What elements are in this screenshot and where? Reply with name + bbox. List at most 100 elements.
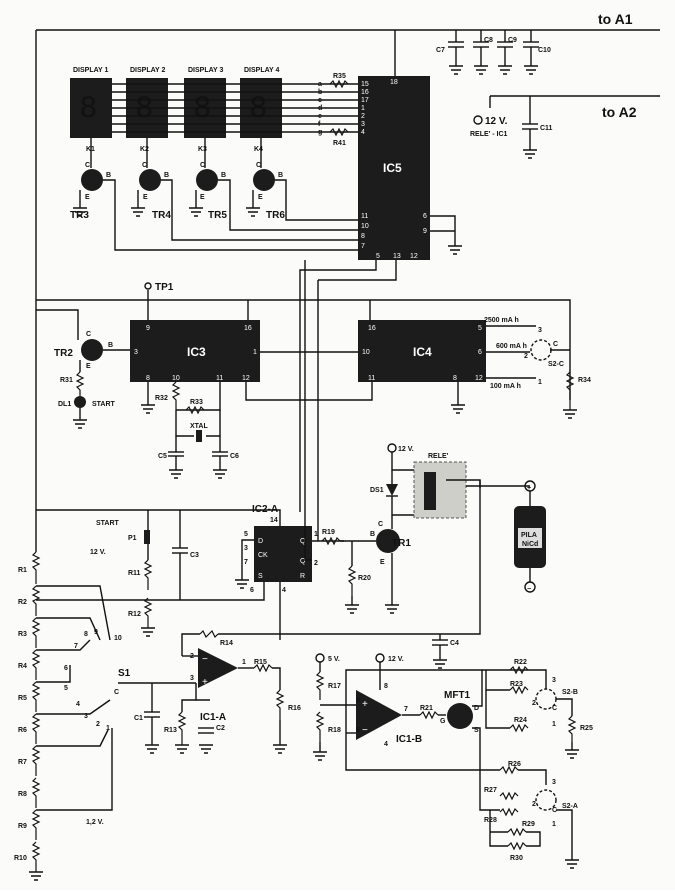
opamp-ic1a: − + IC1-A 2 3 1 [182,648,254,723]
ic3: IC3 9 16 3 1 8 10 11 12 [130,320,260,382]
ic1b-pin: 6 [356,727,360,734]
tr4-e: E [143,194,148,201]
s2c-label: S2-C [548,361,564,368]
ic1b-pin: 8 [384,683,388,690]
opamp-ic1b: + − IC1-B 5 6 7 8 4 [356,683,422,748]
seg-b-label: b [318,89,322,96]
ic2a-pin: 2 [314,560,318,567]
seg-c-label: c [318,97,322,104]
seg-d-label: d [318,105,322,112]
ic4-pin: 11 [368,375,375,382]
seg-f-label: f [318,121,321,128]
cap-c5-label: C5 [158,453,167,460]
s2b-pin: 3 [552,677,556,684]
tr2-c: C [86,331,91,338]
resistor-r5-label: R5 [18,695,27,702]
tr6-label: TR6 [266,210,285,221]
resistor-r10-label: R10 [14,855,27,862]
svg-text:−: − [202,654,208,665]
cap-c10-label: C10 [538,47,551,54]
ic1a-label: IC1-A [200,712,226,723]
resistor-r16-label: R16 [288,705,301,712]
tr3-e: E [85,194,90,201]
resistor-r19 [321,536,341,546]
resistor-r26-label: R26 [508,761,521,768]
display-3-common: K3 [198,146,207,153]
s2a-pin: 3 [552,779,556,786]
resistor-r20-label: R20 [358,575,371,582]
s2c-opt1: 2500 mA h [484,317,519,324]
s2c-pin: 3 [538,327,542,334]
ic3-pin: 9 [146,325,150,332]
transistor-tr4: TR4 C B E [137,138,358,241]
ic5-pin: 2 [361,113,365,120]
led-start-label: START [92,401,116,408]
xtal-label: XTAL [190,423,208,430]
ic2a-pin: 3 [244,545,248,552]
display-4-common: K4 [254,146,263,153]
ic4-label: IC4 [413,345,432,359]
relay-coil-icon [424,472,436,510]
tr4-label: TR4 [152,210,171,221]
s2b-label: S2-B [562,689,578,696]
cap-c3-label: C3 [190,552,199,559]
tr2-b: B [108,342,113,349]
ic1a-pin: 1 [242,659,246,666]
oscillator: R32 R33 XTAL C5 C6 [155,381,239,470]
ic3-pin: 11 [216,375,223,382]
s2b-pin: 2 [532,700,536,707]
resistor-r15 [253,663,273,673]
mft1-label: MFT1 [444,690,471,701]
transistor-tr6: TR6 C B E [252,138,358,221]
ic3-label: IC3 [187,345,206,359]
cap-c6-label: C6 [230,453,239,460]
ic5-pin: 17 [361,97,369,104]
s1-pin: 1 [106,725,110,732]
cap-c1-label: C1 [134,715,143,722]
display-4-label: DISPLAY 4 [244,67,280,74]
ic5-pin: 5 [376,253,380,260]
segment-bus: R35 R41 a b c d e f g [112,73,360,147]
s1-pin: 2 [96,721,100,728]
supply-5v-icon [315,653,325,663]
battery-line1: PILA [521,532,537,539]
svg-text:+: + [202,677,208,688]
segment-icon: 8 [80,91,97,124]
resistor-r29-label: R29 [522,821,535,828]
capacitor-bank-top: C7 C8 C9 C10 [436,30,551,66]
resistor-r2-label: R2 [18,599,27,606]
resistor-r8-label: R8 [18,791,27,798]
ic5-pin: 16 [361,89,369,96]
switch-s2b-network: R22 R23 R24 S2-B 3 2 1 C R25 [485,659,593,750]
ic2a-pin: 4 [282,587,286,594]
resistor-r34-label: R34 [578,377,591,384]
svg-text:−: − [362,725,368,736]
ic5-pin: 3 [361,121,365,128]
ic5-pin: 1 [361,105,365,112]
s1-pin: 8 [84,631,88,638]
seg-a-label: a [318,81,322,88]
tr4-b: B [164,172,169,179]
resistor-r31 [75,371,85,396]
tr1-c: C [378,521,383,528]
s1-pin: 5 [64,685,68,692]
s2a-label: S2-A [562,803,578,810]
ic1a-input-network: C1 R13 C2 [134,683,225,745]
tr1-e: E [380,559,385,566]
ic5-pin: 6 [423,213,427,220]
start-button-section: START P1 R11 R12 C3 [96,510,199,628]
ic1b-pin: 7 [404,706,408,713]
resistor-r9-label: R9 [18,823,27,830]
ic5-pin: 8 [361,233,365,240]
ic1b-label: IC1-B [396,734,422,745]
testpoint-label: TP1 [155,282,174,293]
resistor-r18 [315,711,325,742]
battery-line2: NiCd [522,541,538,548]
p1-label: P1 [128,535,137,542]
resistor-r24-label: R24 [514,717,527,724]
supply-12v-small-label: 12 V. [398,446,414,453]
s2c-pin: 1 [538,379,542,386]
seg-e-label: e [318,113,322,120]
cap-c9-label: C9 [508,37,517,44]
